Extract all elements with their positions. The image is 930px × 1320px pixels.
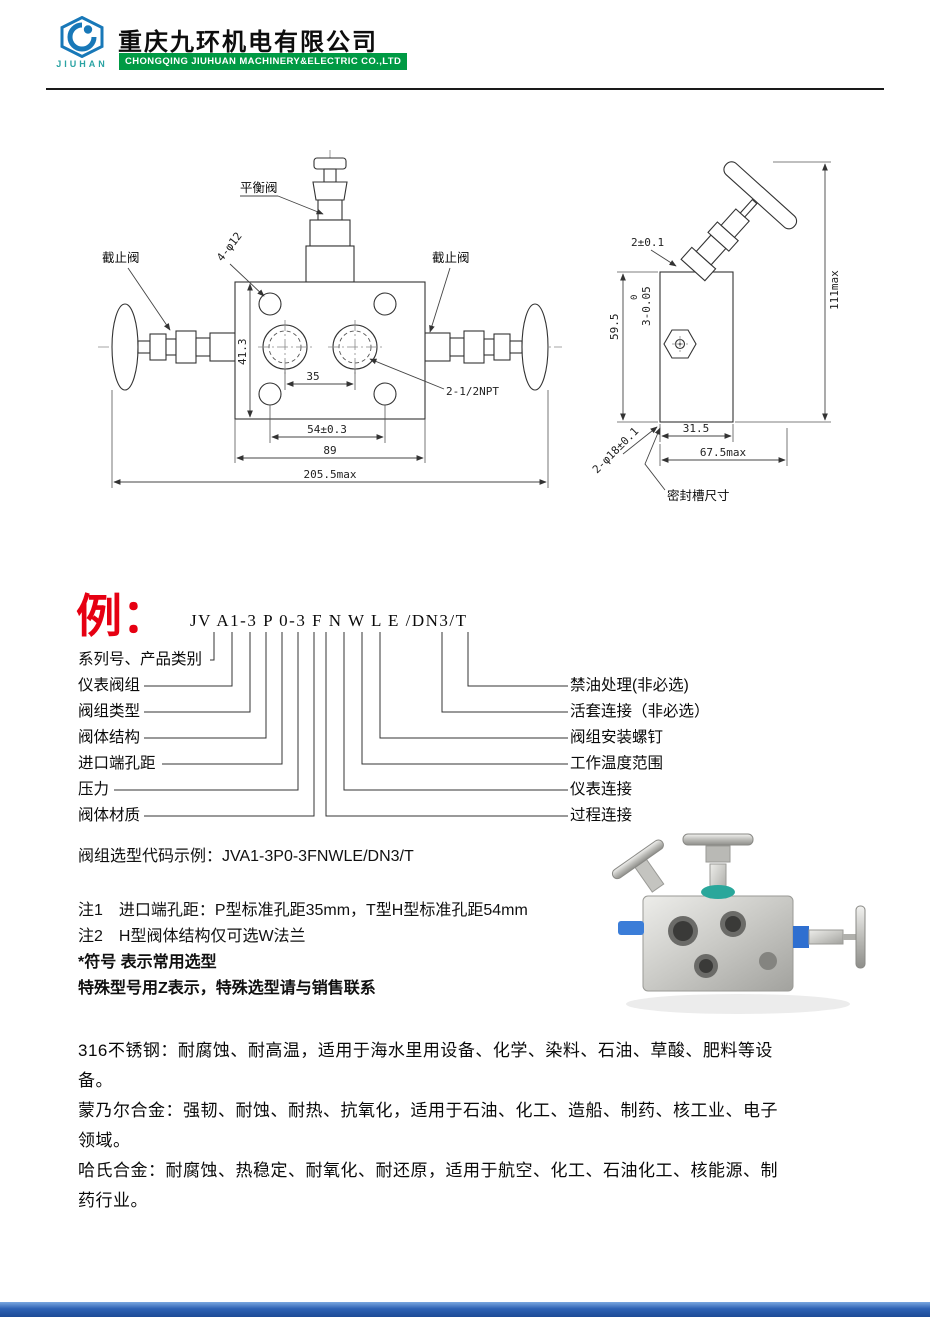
- example-prefix: 例：: [76, 591, 168, 642]
- right-label-temp-range: 工作温度范围: [570, 755, 664, 772]
- manifold-photo-block: [642, 895, 794, 992]
- left-label-inlet-spacing: 进口端孔距: [78, 755, 156, 772]
- right-label-instrument-conn: 仪表连接: [570, 781, 633, 798]
- logo-hexagon-icon: [60, 16, 104, 58]
- side-view-drawing: 2±0.1 0 3-0.05 59.5 111max 31.5 67.5max …: [590, 161, 841, 503]
- dim-67-5max: 67.5max: [700, 446, 747, 459]
- dim-89: 89: [323, 444, 336, 457]
- npt-callout: 2-1/2NPT: [446, 385, 499, 398]
- footer-bar: [0, 1302, 930, 1317]
- example-left-labels: 系列号、产品类别 仪表阀组 阀组类型 阀体结构 进口端孔距 压力 阀体材质: [78, 647, 202, 829]
- photo-shadow: [626, 994, 850, 1014]
- left-label-pressure: 压力: [78, 781, 110, 798]
- right-label-swivel: 活套连接（非必选）: [570, 703, 710, 720]
- header-divider: [46, 88, 884, 90]
- stop-valve-right-label: 截止阀: [432, 251, 470, 265]
- side-angled-valve: [680, 161, 798, 282]
- seal-groove-label: 密封槽尺寸: [667, 488, 730, 503]
- photo-right-valve: [793, 905, 866, 969]
- manifold-body: [234, 281, 426, 420]
- note-4: 特殊型号用Z表示，特殊选型请与销售联系: [78, 980, 376, 997]
- material-hastelloy: 哈氏合金：耐腐蚀、热稳定、耐氧化、耐还原，适用于航空、化工、石油化工、核能源、制…: [78, 1161, 778, 1210]
- stop-valve-right: [424, 303, 549, 391]
- note-3: *符号 表示常用选型: [78, 954, 217, 971]
- right-label-mount-screws: 阀组安装螺钉: [570, 729, 664, 746]
- logo-text: JIUHAN: [56, 59, 108, 69]
- balance-valve-label: 平衡阀: [240, 181, 278, 195]
- note-code-example: 阀组选型代码示例：JVA1-3P0-3FNWLE/DN3/T: [78, 848, 414, 865]
- code-connector-lines: [114, 632, 568, 817]
- left-label-group-type: 阀组类型: [78, 703, 141, 720]
- dim-35: 35: [306, 370, 319, 383]
- example-right-labels: 禁油处理(非必选) 活套连接（非必选） 阀组安装螺钉 工作温度范围 仪表连接 过…: [570, 673, 710, 829]
- photo-left-valve: [611, 839, 665, 893]
- hole-callout-2xd18: 2-φ18±0.1: [590, 425, 641, 476]
- photo-center-valve: [682, 833, 754, 899]
- dim-41-3: 41.3: [236, 339, 249, 366]
- stop-valve-left: [111, 303, 236, 391]
- dim-111max: 111max: [828, 270, 841, 310]
- side-body: [659, 271, 734, 423]
- material-316ss: 316不锈钢：耐腐蚀、耐高温，适用于海水里用设备、化学、染料、石油、草酸、肥料等…: [78, 1041, 773, 1090]
- left-label-series: 系列号、产品类别: [78, 651, 203, 668]
- dim-205-5: 205.5max: [304, 468, 357, 481]
- tol-upper: 0: [630, 295, 640, 300]
- product-photo: [611, 833, 866, 1014]
- company-name-cn: 重庆九环机电有限公司: [118, 29, 378, 56]
- stop-valve-left-label: 截止阀: [102, 251, 140, 265]
- company-name-en: CHONGQING JIUHUAN MACHINERY&ELECTRIC CO.…: [119, 53, 408, 70]
- dim-31-5: 31.5: [683, 422, 710, 435]
- front-view-drawing: 平衡阀 截止阀 截止阀 4-φ12 41.3 35 2-1/2NPT 54±0.…: [98, 150, 562, 488]
- dim-2-0-1: 2±0.1: [631, 236, 664, 249]
- model-code: JV A1-3 P 0-3 F N W L E /DN3/T: [190, 611, 468, 630]
- note-1: 注1 进口端孔距：P型标准孔距35mm，T型H型标准孔距54mm: [78, 902, 528, 919]
- dim-59-5: 59.5: [608, 314, 621, 341]
- right-label-process-conn: 过程连接: [570, 807, 633, 824]
- dim-54: 54±0.3: [307, 423, 347, 436]
- company-logo: JIUHAN: [52, 16, 112, 69]
- balance-valve: [305, 157, 355, 283]
- note-2: 注2 H型阀体结构仅可选W法兰: [78, 928, 306, 945]
- tol-main: 3-0.05: [640, 286, 653, 326]
- right-label-oil-free: 禁油处理(非必选): [570, 677, 689, 694]
- seal-groove-detail: [663, 329, 697, 359]
- left-label-valve-group: 仪表阀组: [78, 677, 141, 694]
- material-monel: 蒙乃尔合金：强韧、耐蚀、耐热、抗氧化，适用于石油、化工、造船、制药、核工业、电子…: [78, 1101, 778, 1150]
- hole-callout-4xd12: 4-φ12: [214, 230, 245, 264]
- left-label-body-structure: 阀体结构: [78, 729, 141, 746]
- left-label-body-material: 阀体材质: [78, 807, 141, 824]
- materials-section: 316不锈钢：耐腐蚀、耐高温，适用于海水里用设备、化学、染料、石油、草酸、肥料等…: [78, 1036, 794, 1216]
- photo-blue-fitting-left: [618, 921, 644, 935]
